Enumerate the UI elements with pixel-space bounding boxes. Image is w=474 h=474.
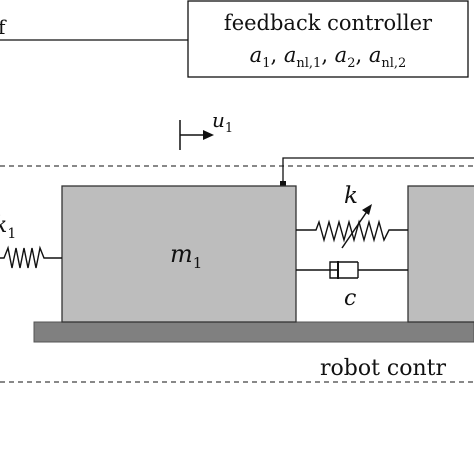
- controller-title: feedback controller: [224, 11, 433, 35]
- displacement-arrow: [179, 120, 214, 150]
- damper-label: c: [344, 286, 356, 311]
- region-label: robot contr: [320, 356, 447, 381]
- feedback-controller-box: [187, 0, 469, 78]
- damper: [296, 261, 408, 279]
- controller-params: a1, anl,1, a2, anl,2: [250, 43, 407, 71]
- feedback-connection: [280, 157, 474, 187]
- second-block-partial: [407, 185, 474, 323]
- variable-spring: [296, 219, 408, 243]
- variable-spring-label: k: [344, 183, 358, 209]
- left-spring: [0, 245, 62, 269]
- mass-block: [61, 185, 297, 323]
- left-spring-label: k1: [0, 213, 16, 242]
- displacement-label: u1: [212, 108, 233, 136]
- ground: [33, 321, 474, 343]
- variable-spring-arrow-icon: [341, 204, 372, 249]
- left-signal-label: f: [0, 15, 7, 39]
- mass-label: m1: [170, 240, 202, 272]
